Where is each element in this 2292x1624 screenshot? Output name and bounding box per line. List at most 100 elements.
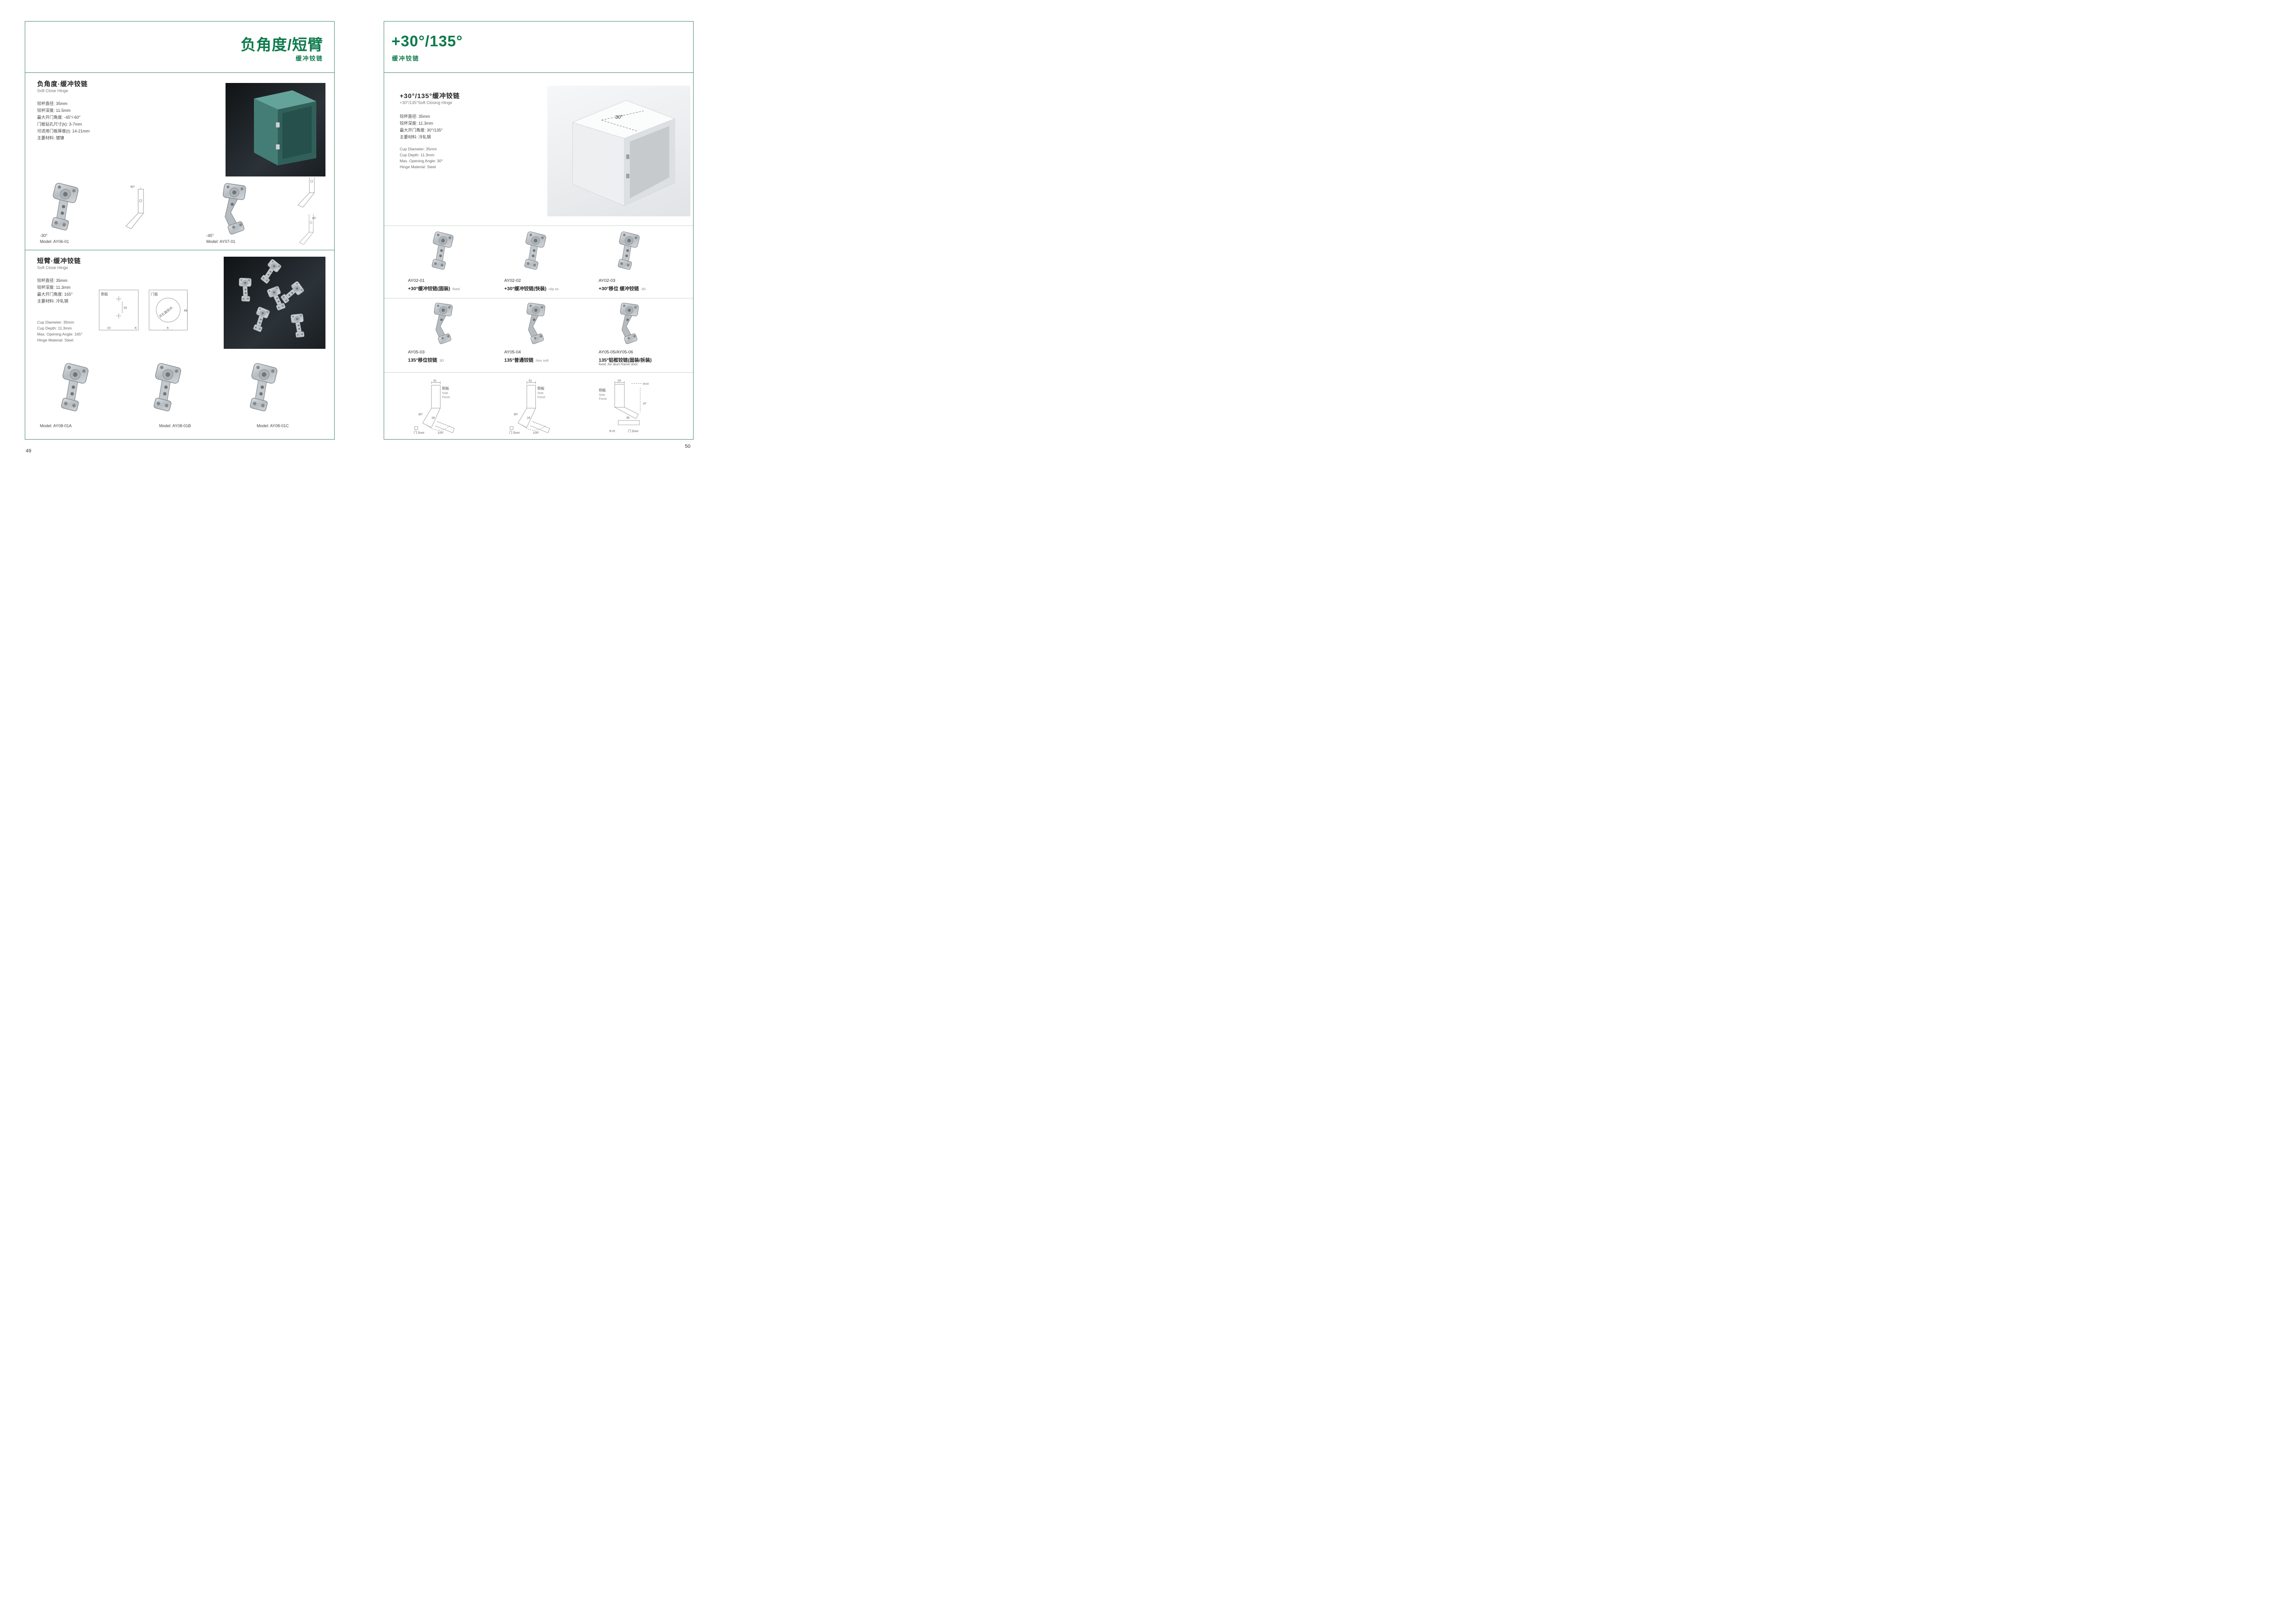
- product-angle: -45°: [206, 233, 214, 238]
- spec-line: Hinge Material: Steel: [400, 165, 436, 169]
- dim-32: 32: [124, 307, 127, 310]
- corner-cabinet-render: [254, 90, 316, 165]
- spec-line: Cup Depth: 11.3mm: [400, 153, 435, 157]
- spec-list-en: Cup Diameter: 35mm Cup Depth: 11.3mm Max…: [400, 146, 443, 170]
- panel-label: 侧板: [101, 292, 108, 296]
- panel-label-en: Panel: [537, 396, 545, 399]
- section-heading-en: Soft Close Hinge: [37, 265, 68, 270]
- spec-line: 可适用门板厚度(t): 14-21mm: [37, 129, 90, 133]
- section-heading-en: Soft Close Hinge: [37, 88, 68, 93]
- product-model: Model: AY08-01C: [257, 424, 289, 428]
- row-divider: [384, 372, 693, 373]
- spec-line: Hinge Material: Steel: [37, 338, 73, 342]
- page-title: +30°/135°: [391, 33, 463, 50]
- dim-k: K: [135, 326, 137, 330]
- spec-line: 铰杯直径: 35mm: [400, 114, 430, 119]
- product-model: Model: AY08-01A: [40, 424, 72, 428]
- dim-label: 37: [643, 402, 647, 406]
- page-number-50: 50: [685, 444, 691, 449]
- angle-annotation: 60°: [131, 185, 135, 188]
- panel-label: 侧板: [599, 388, 606, 392]
- corner-cabinet-photo: 30°: [547, 86, 690, 216]
- door-label: 门 Door: [509, 430, 520, 435]
- panel-label-en: Panel: [599, 397, 607, 401]
- product-photo-ay02-03: [594, 231, 663, 275]
- hole-label: 开孔直径35: [158, 305, 173, 319]
- spec-line: 最大开门角度: 165°: [37, 292, 73, 297]
- spec-line: 主要材料: 冷轧钢: [400, 135, 431, 139]
- section-heading-en: +30°/135°Soft Closing Hinge: [400, 100, 452, 105]
- product-name: +30°缓冲铰链(快装): [504, 286, 547, 292]
- product-name-row: +30°缓冲铰链(快装)clip on: [504, 284, 559, 292]
- spec-line: 最大开门角度: -45°/-60°: [37, 115, 81, 120]
- product-tag: clip on: [549, 287, 559, 291]
- hinge-group-photo: [224, 256, 325, 349]
- k-label: K=5: [609, 429, 615, 433]
- page-49: 负角度/短臂 缓冲铰链 负角度·缓冲铰链 Soft Close Hinge 铰杯…: [25, 21, 335, 440]
- spec-line: 主要材料: 冷轧钢: [37, 299, 69, 303]
- page-50: +30°/135° 缓冲铰链 +30°/135°缓冲铰链 +30°/135°So…: [384, 21, 694, 440]
- dim-48: 48: [184, 309, 187, 312]
- dim-label: 31: [433, 380, 437, 383]
- product-code: AY02-02: [504, 278, 521, 283]
- spec-line: 主要材料: 镀镍: [37, 136, 65, 140]
- spec-line: 铰杯深度: 11.3mm: [37, 285, 71, 290]
- product-photo-ay07-01: [208, 183, 259, 237]
- panel-label: 侧板: [442, 386, 449, 391]
- page-header: 负角度/短臂 缓冲铰链: [25, 22, 334, 73]
- product-code: AY05-04: [504, 350, 521, 355]
- product-model: Model: AY06-01: [40, 239, 69, 244]
- product-model: Model: AY07-01: [206, 239, 236, 244]
- dim-6: 6: [167, 326, 169, 330]
- install-diagram: 19 H=0 侧板 Side Panel 37 35 K=5 门 Door: [599, 380, 649, 433]
- door-label: 门 Door: [414, 430, 425, 435]
- page-subtitle: 缓冲铰链: [392, 55, 420, 62]
- catalog-spread: 负角度/短臂 缓冲铰链 负角度·缓冲铰链 Soft Close Hinge 铰杯…: [0, 0, 711, 464]
- product-code: AY02-03: [599, 278, 616, 283]
- product-code: AY05-05/AY05-06: [599, 350, 634, 355]
- product-photo-ay08-01a: [48, 363, 101, 418]
- door-label: 门 Door: [628, 429, 639, 433]
- angle-label: 30°: [513, 413, 518, 416]
- product-tag: 3D: [439, 358, 444, 363]
- spec-line: 铰杯深度: 11.5mm: [37, 108, 71, 113]
- product-name: +30°移位 缓冲铰链: [599, 286, 639, 292]
- section-heading: 负角度·缓冲铰链: [37, 80, 88, 88]
- spec-line: 最大开门角度: 30°/135°: [400, 128, 443, 132]
- product-photo-ay05-05: [594, 303, 663, 346]
- product-name: 135°移位铰链: [408, 358, 437, 363]
- product-photo-ay08-01b: [141, 363, 193, 418]
- angle-annotation: 45°: [312, 216, 317, 220]
- cross-section-drawing: [298, 177, 315, 208]
- panel-label: 侧板: [537, 386, 545, 391]
- product-tag: Non soft: [535, 358, 549, 363]
- product-photo-ay05-04: [501, 303, 569, 346]
- dim-label: 35: [626, 416, 630, 419]
- spec-list: 铰杯直径: 35mm 铰杯深度: 11.5mm 最大开门角度: -45°/-60…: [37, 100, 90, 142]
- spec-line: 铰杯直径: 35mm: [37, 101, 68, 106]
- spec-list-cn: 铰杯直径: 35mm 铰杯深度: 11.3mm 最大开门角度: 165° 主要材…: [37, 277, 73, 305]
- product-note: fixed ,for alum frame door: [599, 362, 638, 366]
- panel-label-en: Side: [442, 392, 448, 395]
- product-tag: 3D: [641, 287, 646, 291]
- product-name: +30°缓冲铰链(固装): [408, 286, 451, 292]
- spec-line: Max. Opening Angle: 30°: [400, 159, 443, 163]
- product-photo-ay02-02: [501, 231, 569, 275]
- install-diagram: 31 侧板 Side Panel 30° 16 105° 门 Door: [414, 380, 455, 435]
- panel-label-en: Side: [599, 393, 605, 396]
- product-photo-ay06-01: [39, 183, 90, 237]
- arc-label: 105°: [438, 431, 444, 435]
- dim-label: 19: [617, 380, 621, 383]
- panel-label-en: Panel: [442, 396, 450, 399]
- product-photo-ay08-01c: [237, 363, 290, 418]
- spec-line: Cup Depth: 11.3mm: [37, 326, 72, 330]
- spec-list-cn: 铰杯直径: 35mm 铰杯深度: 11.3mm 最大开门角度: 30°/135°…: [400, 113, 443, 141]
- product-model: Model: AY08-01B: [159, 424, 191, 428]
- section-heading: 短臂·缓冲铰链: [37, 257, 81, 264]
- product-angle: -30°: [40, 233, 48, 238]
- product-tag: fixed: [452, 287, 460, 291]
- cabinet-angle-label: 30°: [615, 115, 623, 120]
- page-subtitle: 缓冲铰链: [295, 55, 323, 62]
- dim-label: 31: [529, 380, 532, 383]
